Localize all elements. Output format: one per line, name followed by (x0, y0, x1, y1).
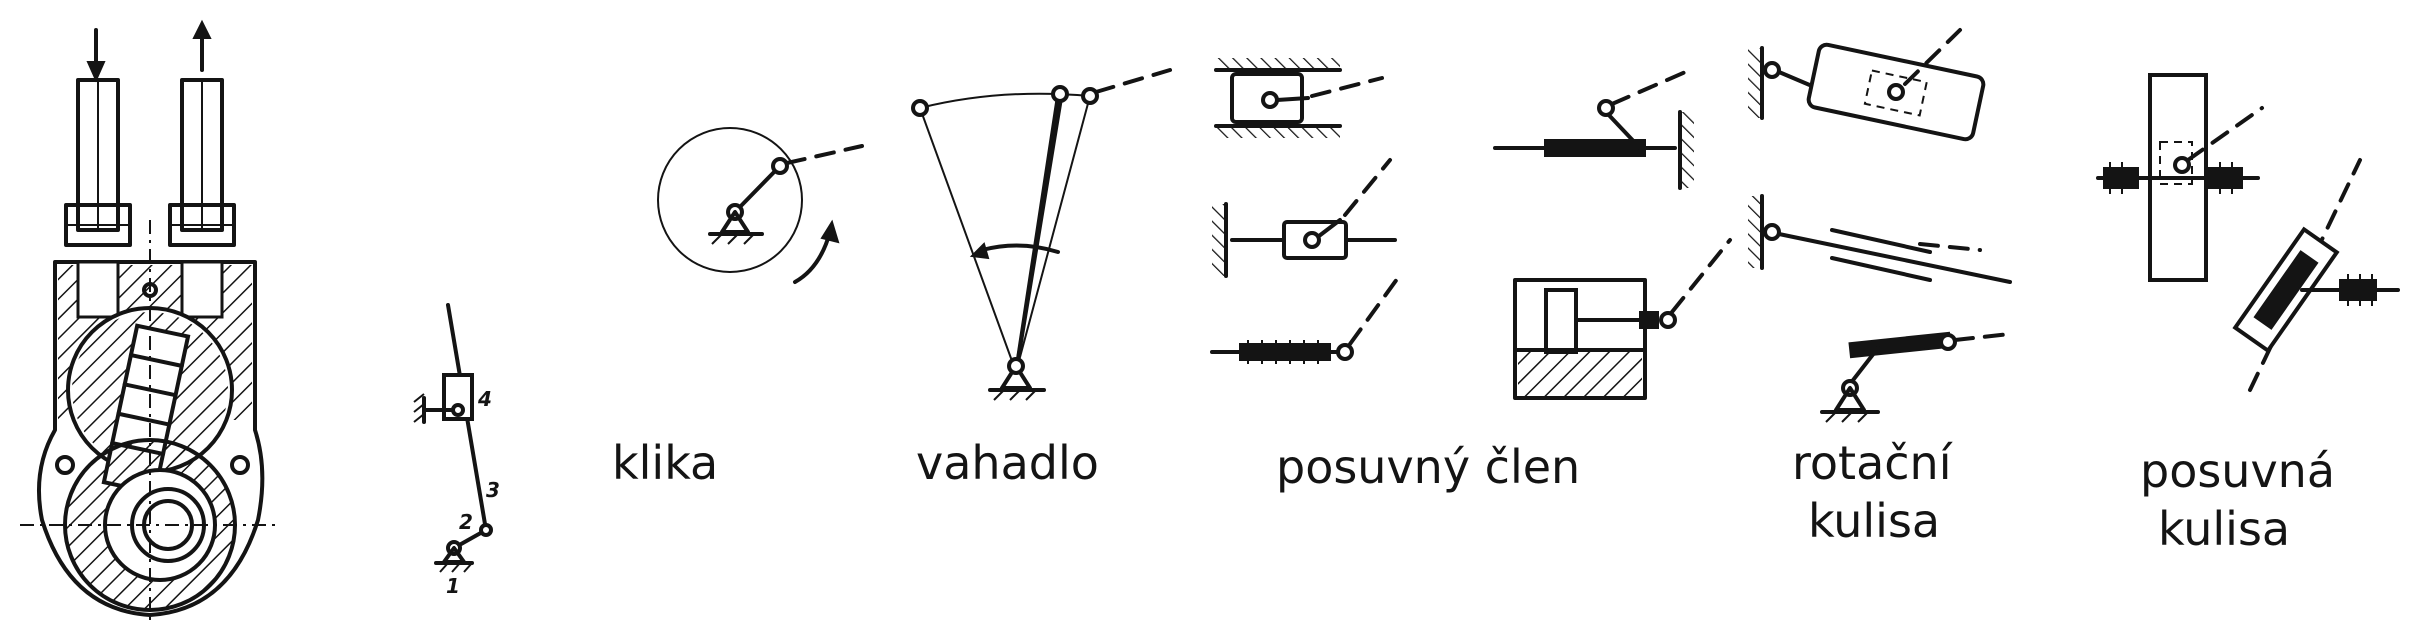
linkage-schematic (413, 303, 493, 573)
sliding-member-variants (1493, 68, 1732, 400)
sliding-slotted-link-drawing (2096, 73, 2400, 392)
label-vahadlo: vahadlo (916, 436, 1099, 490)
sliding-member-drawing (1210, 58, 1402, 364)
label-posuvna-kulisa: kulisa (2158, 502, 2291, 556)
rocker-drawing (911, 68, 1172, 401)
link-number-1: 1 (446, 574, 460, 598)
pump-cross-section-drawing (20, 19, 280, 625)
link-number-4: 4 (478, 387, 492, 411)
label-rotacni: rotační (1792, 436, 1952, 490)
label-posuvny-clen: posuvný člen (1276, 440, 1581, 494)
crank-drawing (657, 127, 864, 284)
rotating-slotted-link-drawing (1748, 28, 2012, 423)
link-number-2: 2 (459, 510, 473, 534)
label-klika: klika (612, 436, 719, 490)
label-posuvna: posuvná (2140, 444, 2336, 498)
label-rotacni-kulisa: kulisa (1808, 494, 1941, 548)
link-number-3: 3 (486, 478, 500, 502)
